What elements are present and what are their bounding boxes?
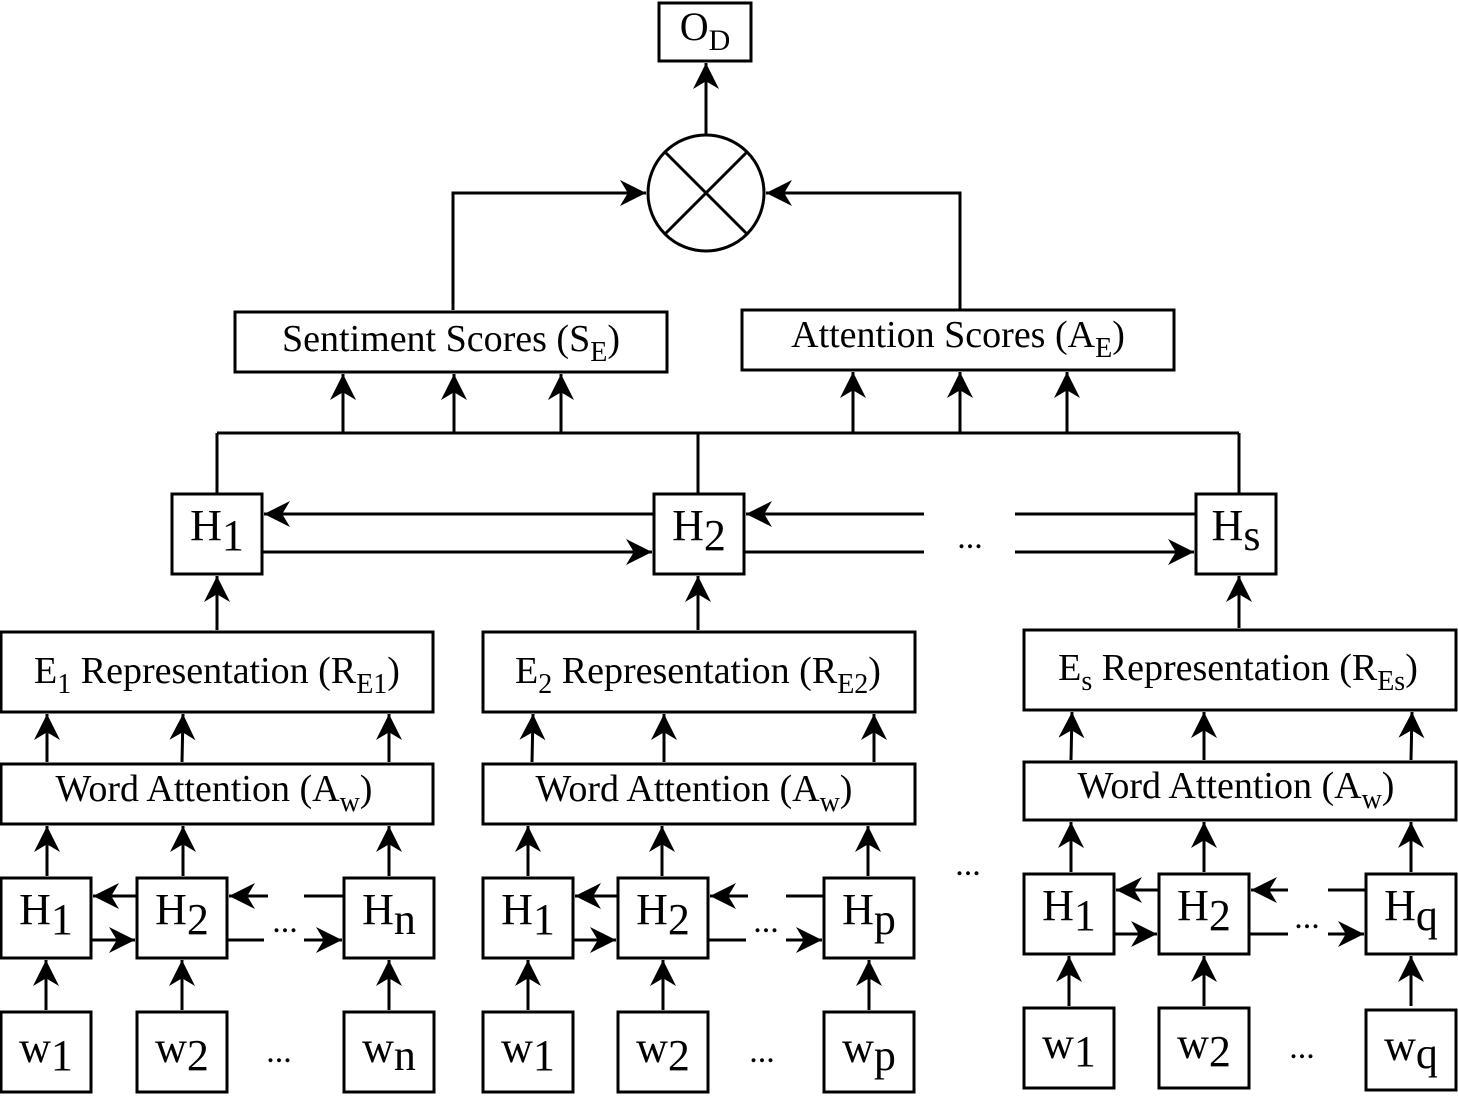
attention-scores-box [740, 308, 1176, 372]
attention-scores-label: Attention Scores (AE) [791, 314, 1125, 364]
word-box-2 [1157, 1006, 1251, 1090]
word-hidden-label-1: H1 [501, 885, 555, 944]
word-hidden-box-3 [822, 876, 916, 960]
sentiment-to-multiply-arrow [451, 180, 646, 310]
representation-box [0, 630, 435, 714]
word-ellipsis: ... [1289, 1029, 1315, 1066]
word-hidden-label-3: Hn [362, 885, 416, 944]
top-hidden-label-2: H2 [672, 501, 726, 560]
word-hidden-label-3: Hp [842, 885, 896, 944]
word-hidden-box-1 [1022, 872, 1116, 956]
representation-box [481, 630, 917, 714]
word-label-3: wp [842, 1023, 896, 1080]
top-hidden-box-1 [170, 492, 264, 576]
top-hidden-box-2 [652, 492, 746, 576]
group-ellipsis: ... [955, 846, 981, 883]
word-attention-label: Word Attention (Aw) [536, 768, 853, 818]
word-attention-box [481, 762, 917, 826]
top-hidden-box-s [1194, 492, 1278, 576]
word-attention-box [0, 762, 435, 826]
top-hidden-label-s: Hs [1212, 501, 1261, 560]
word-label-3: wn [362, 1023, 416, 1080]
word-box-1 [481, 1010, 575, 1094]
word-label-1: w1 [501, 1023, 555, 1080]
word-hidden-label-1: H1 [19, 885, 73, 944]
word-box-1 [1022, 1006, 1116, 1090]
word-attention-label: Word Attention (Aw) [1078, 765, 1395, 815]
sentiment-scores-box [233, 310, 669, 374]
word-hidden-box-3 [342, 876, 436, 960]
word-ellipsis: ... [749, 1033, 775, 1070]
word-label-2: w2 [1177, 1019, 1231, 1076]
multiply-node [646, 133, 766, 253]
representation-label: E1 Representation (RE1) [34, 650, 400, 700]
output-label: OD [680, 4, 731, 57]
word-hidden-ellipsis: ... [753, 903, 779, 940]
word-box-1 [0, 1010, 93, 1094]
word-hidden-label-2: H2 [155, 885, 209, 944]
word-attention-box [1022, 760, 1458, 822]
representation-label: Es Representation (REs) [1058, 647, 1418, 697]
word-hidden-ellipsis: ... [272, 903, 298, 940]
word-hidden-box-2 [616, 876, 710, 960]
word-label-1: w1 [1042, 1019, 1096, 1076]
output-box [657, 1, 753, 63]
word-hidden-label-3: Hq [1384, 881, 1438, 940]
word-hidden-box-1 [481, 876, 575, 960]
top-hidden-connections [262, 501, 1196, 565]
word-ellipsis: ... [266, 1033, 292, 1070]
word-box-2 [135, 1010, 229, 1094]
word-label-3: wq [1384, 1021, 1438, 1078]
representation-label: E2 Representation (RE2) [515, 650, 881, 700]
sentence-group-2: E2 Representation (RE2) Word Attention (… [481, 630, 917, 1094]
representation-box [1022, 628, 1458, 712]
word-label-2: w2 [636, 1023, 690, 1080]
word-hidden-label-1: H1 [1042, 881, 1096, 940]
word-hidden-box-2 [135, 876, 229, 960]
top-hidden-ellipsis: ... [957, 519, 983, 556]
word-hidden-box-3 [1364, 872, 1458, 956]
word-hidden-box-1 [0, 876, 93, 960]
sentiment-scores-label: Sentiment Scores (SE) [282, 318, 620, 368]
top-hidden-label-1: H1 [190, 501, 244, 560]
word-box-3 [342, 1010, 436, 1094]
word-label-1: w1 [19, 1023, 73, 1080]
word-hidden-box-2 [1157, 872, 1251, 956]
word-label-2: w2 [155, 1023, 209, 1080]
word-box-3 [1364, 1008, 1458, 1092]
word-box-2 [616, 1010, 710, 1094]
word-hidden-label-2: H2 [636, 885, 690, 944]
sentence-group-s: Es Representation (REs) Word Attention (… [1022, 628, 1458, 1092]
word-box-3 [822, 1010, 916, 1094]
word-hidden-ellipsis: ... [1294, 899, 1320, 936]
word-attention-label: Word Attention (Aw) [56, 768, 373, 818]
sentence-group-1: E1 Representation (RE1) Word Attention (… [0, 630, 436, 1094]
score-bus [215, 372, 1241, 493]
attention-to-multiply-arrow [766, 180, 962, 310]
word-hidden-label-2: H2 [1177, 881, 1231, 940]
